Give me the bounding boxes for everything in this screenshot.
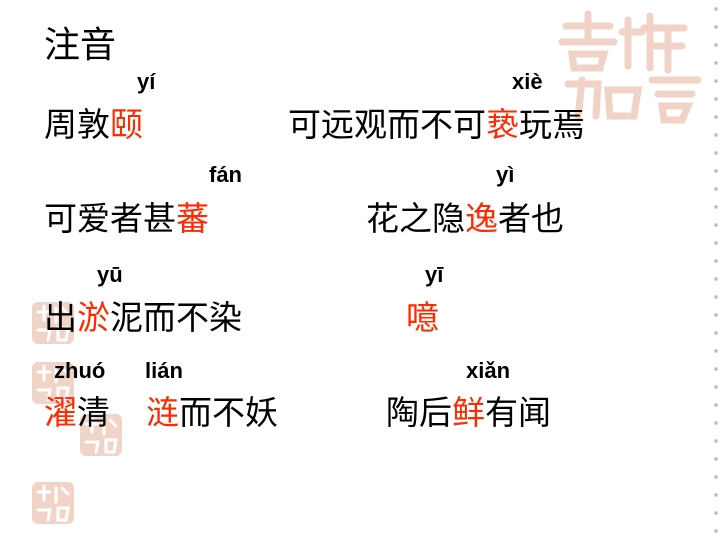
text-line: 周敦颐 (44, 108, 143, 141)
seal-watermark (80, 414, 122, 456)
highlighted-character: 噫 (406, 298, 439, 337)
text-segment: 可远观而不可 (288, 105, 486, 144)
decorative-dot-border (712, 0, 720, 540)
highlighted-character: 濯 (44, 393, 77, 432)
highlighted-character: 淤 (77, 298, 110, 337)
text-segment: 清 (77, 393, 110, 432)
text-segment: 者也 (498, 199, 564, 238)
text-segment: 陶后 (386, 393, 452, 432)
text-line: 涟而不妖 (146, 396, 278, 429)
page-title: 注音 (44, 25, 117, 66)
pinyin-label: yì (496, 162, 515, 187)
pinyin-label: zhuó (54, 358, 106, 383)
text-segment: 而不妖 (179, 393, 278, 432)
pinyin-label: yí (137, 69, 156, 94)
pinyin-label: fán (209, 162, 242, 187)
highlighted-character: 颐 (110, 105, 143, 144)
text-line: 可远观而不可亵玩焉 (288, 108, 585, 141)
seal-watermark (32, 362, 74, 404)
text-segment: 花之隐 (366, 199, 465, 238)
seal-watermark (558, 10, 702, 124)
seal-watermark (32, 482, 74, 524)
pinyin-label: xiǎn (466, 358, 511, 383)
pinyin-label: yū (97, 262, 123, 287)
highlighted-character: 亵 (486, 105, 519, 144)
seal-watermark (32, 302, 74, 344)
pinyin-label: xiè (512, 69, 543, 94)
text-segment: 泥而不染 (110, 298, 242, 337)
highlighted-character: 涟 (146, 393, 179, 432)
pinyin-label: yī (425, 262, 444, 287)
highlighted-character: 鲜 (452, 393, 485, 432)
pinyin-label: lián (145, 358, 183, 383)
text-segment: 可爱者甚 (44, 199, 176, 238)
highlighted-character: 蕃 (176, 199, 209, 238)
text-line: 可爱者甚蕃 (44, 202, 209, 235)
text-line: 濯清 (44, 396, 110, 429)
text-line: 出淤泥而不染 (44, 301, 242, 334)
highlighted-character: 逸 (465, 199, 498, 238)
text-segment: 出 (44, 298, 77, 337)
text-line: 陶后鲜有闻 (386, 396, 551, 429)
text-segment: 有闻 (485, 393, 551, 432)
text-segment: 玩焉 (519, 105, 585, 144)
text-line: 噫 (406, 301, 439, 334)
text-line: 花之隐逸者也 (366, 202, 564, 235)
text-segment: 周敦 (44, 105, 110, 144)
